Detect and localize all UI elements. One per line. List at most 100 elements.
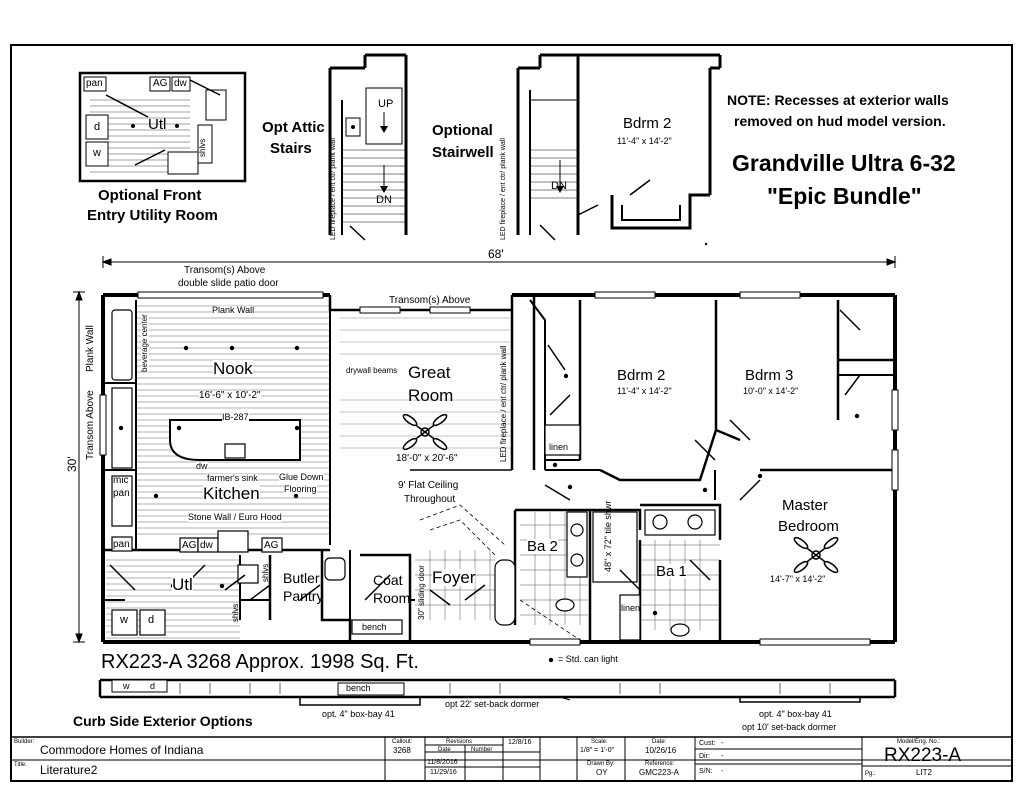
mic-label: mic: [113, 475, 129, 486]
inset-pan: pan: [86, 78, 103, 89]
master-1: Master: [782, 497, 828, 514]
beverage-center: beverage center: [140, 314, 149, 372]
tb-number-label: Number: [471, 747, 493, 753]
attic-stairs-label-1: Opt Attic: [262, 119, 325, 136]
butler-1: Butler: [283, 570, 320, 586]
tb-title-label: Title:: [14, 762, 27, 768]
shlvs-label-1: shlvs: [231, 603, 240, 622]
bundle-name: "Epic Bundle": [767, 183, 922, 209]
title-block-grid: [11, 737, 1012, 781]
transom-patio-1: Transom(s) Above: [184, 265, 266, 276]
stairwell-dn-label: DN: [551, 180, 567, 192]
model-name: Grandville Ultra 6-32: [732, 150, 956, 176]
inset-dw: dw: [174, 78, 187, 89]
stairwell-drawing: [516, 53, 722, 246]
tb-builder-label: Builder:: [14, 739, 35, 745]
dimension-lines: [73, 256, 897, 644]
sheet-border: [10, 44, 1013, 782]
tb-builder: Commodore Homes of Indiana: [40, 743, 204, 757]
overall-width: 68': [488, 247, 504, 261]
ba2-label: Ba 2: [527, 538, 558, 555]
bdrm3-size: 10'-0" x 14'-2": [743, 386, 799, 396]
tb-callout-label: Callout:: [392, 739, 413, 745]
tb-rev-date-top: 12/8/16: [508, 739, 532, 746]
tb-cust: -: [721, 740, 724, 747]
attic-up-label: UP: [378, 98, 394, 110]
drywall-beams: drywall beams: [346, 366, 398, 375]
ext-dormer: opt 22' set-back dormer: [445, 699, 540, 709]
inset-bdrm2-size: 11'-4" x 14'-2": [617, 136, 672, 146]
flat-ceiling-1: 9' Flat Ceiling: [398, 480, 459, 491]
ext-boxbay-left: opt. 4" box-bay 41: [322, 709, 395, 719]
tb-rev2: 11/29/16: [430, 769, 457, 776]
shlvs-label-2: shlvs: [261, 563, 270, 582]
tb-model: RX223-A: [884, 745, 962, 766]
great-room-1: Great: [408, 363, 451, 382]
tb-dir-label: Dir:: [699, 753, 710, 760]
utility-inset-caption-2: Entry Utility Room: [87, 207, 218, 224]
tb-date: 10/26/16: [645, 746, 677, 755]
tb-reference-label: Reference:: [645, 761, 675, 767]
master-size: 14'-7" x 14'-2": [770, 574, 826, 584]
utl-label: Utl: [172, 575, 193, 594]
island-label: IB-287: [222, 412, 249, 422]
bdrm3-label: Bdrm 3: [745, 367, 794, 384]
glue-down-2: Flooring: [284, 484, 317, 494]
can-light-legend: = Std. can light: [558, 654, 618, 664]
stairwell-label-2: Stairwell: [432, 144, 494, 161]
kitchen-label: Kitchen: [203, 484, 260, 503]
exterior-options-strip: [98, 678, 897, 706]
stone-wall-label: Stone Wall / Euro Hood: [188, 512, 282, 522]
attic-stairs-label-2: Stairs: [270, 140, 312, 157]
inset-bdrm2-label: Bdrm 2: [623, 115, 672, 132]
bdrm2-label: Bdrm 2: [617, 367, 666, 384]
sliding-door-label: 30" sliding door: [417, 565, 426, 620]
tb-scale: 1/8" = 1'-0": [580, 747, 615, 754]
foyer-label: Foyer: [432, 568, 476, 587]
tile-shwr-label: 48" x 72" tile shwr: [603, 500, 613, 572]
plan-led-wall: LED fireplace / ent ctr/ plank wall: [499, 345, 508, 463]
dryer-label: d: [148, 614, 155, 626]
tb-pg-label: Pg.:: [865, 771, 876, 777]
washer-label: w: [120, 614, 128, 626]
curb-side-title: Curb Side Exterior Options: [73, 713, 253, 729]
inset-shlvs: shlvs: [198, 138, 207, 157]
inset-d: d: [94, 121, 101, 133]
tb-drawn: OY: [596, 768, 608, 777]
nook-size: 16'-6" x 10'-2": [199, 390, 261, 401]
tb-rev1: 11/8/2016: [427, 759, 458, 766]
tb-sn-label: S/N:: [699, 768, 713, 775]
great-room-2: Room: [408, 386, 454, 405]
tb-callout: 3268: [393, 746, 411, 755]
farmers-sink-label: farmer's sink: [207, 473, 258, 483]
pan-label-lower: pan: [113, 539, 130, 550]
tb-date-label: Date: [438, 747, 451, 753]
plank-wall-label: Plank Wall: [212, 305, 255, 315]
ag-label-2: AG: [264, 540, 279, 551]
utility-inset: [78, 71, 247, 183]
ext-boxbay-right: opt. 4" box-bay 41: [759, 709, 832, 719]
overall-depth: 30': [65, 456, 79, 472]
plank-wall-side: Plank Wall: [85, 325, 96, 372]
great-room-flooring: [340, 317, 512, 449]
utility-inset-caption-1: Optional Front: [98, 187, 202, 204]
stairwell-label-1: Optional: [432, 122, 493, 139]
flat-ceiling-2: Throughout: [404, 494, 456, 505]
nook-label: Nook: [213, 359, 253, 378]
tb-sn: -: [721, 768, 724, 775]
windows: [99, 291, 899, 646]
bdrm2-size: 11'-4" x 14'-2": [617, 386, 672, 396]
linen-label-bath: linen: [621, 603, 641, 613]
inset-w: w: [93, 147, 101, 159]
tb-scale-label: Scale:: [591, 739, 608, 745]
note-line-1: NOTE: Recesses at exterior walls: [727, 92, 949, 108]
note-line-2: removed on hud model version.: [734, 113, 946, 129]
model-sqft-line: RX223-A 3268 Approx. 1998 Sq. Ft.: [101, 651, 419, 673]
butler-2: Pantry: [283, 588, 324, 604]
attic-dn-label: DN: [376, 194, 392, 206]
transom-above-side: Transom Above: [85, 390, 96, 460]
ceiling-fan-great-room: [402, 413, 448, 451]
bench-label: bench: [362, 622, 387, 632]
ag-label-1: AG: [182, 540, 197, 551]
dw-label: dw: [196, 461, 208, 471]
